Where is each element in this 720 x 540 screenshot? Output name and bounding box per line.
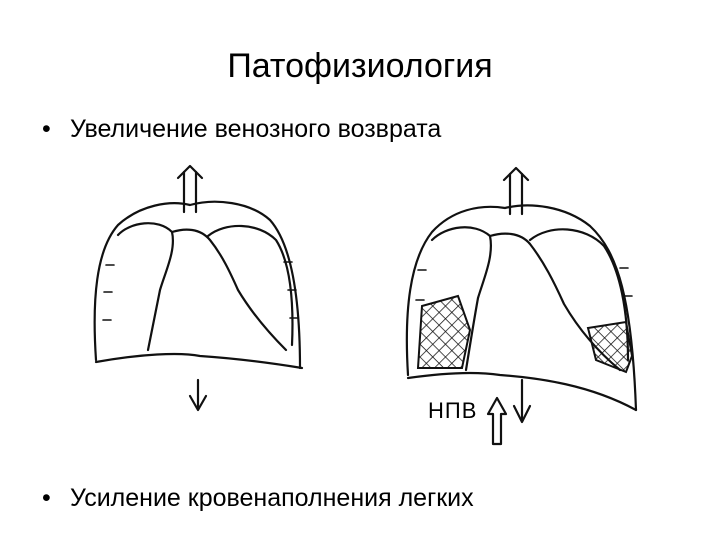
arrow-down-icon bbox=[188, 394, 208, 412]
bullet-text: Увеличение венозного возврата bbox=[70, 115, 442, 143]
diaphragm-line bbox=[406, 371, 638, 412]
heart-outline bbox=[170, 228, 288, 352]
trachea bbox=[182, 170, 198, 214]
trachea bbox=[508, 172, 524, 216]
bullet-lung-congestion: • Усиление кровенаполнения легких bbox=[42, 482, 474, 514]
bullet-marker: • bbox=[42, 484, 51, 512]
chest-outline bbox=[405, 204, 638, 412]
bullet-marker: • bbox=[42, 115, 51, 143]
rib-marks bbox=[102, 261, 299, 321]
chest-normal bbox=[93, 164, 304, 412]
diaphragm-line bbox=[94, 352, 304, 370]
congested-area-right bbox=[586, 320, 634, 374]
bullet-text: Усиление кровенаполнения легких bbox=[70, 484, 474, 512]
right-lung-outline bbox=[528, 228, 630, 362]
arrow-down-icon bbox=[512, 404, 532, 424]
arrow-up-icon bbox=[502, 166, 530, 182]
hollow-arrow-up-icon bbox=[486, 396, 508, 446]
left-lung-outline bbox=[116, 222, 174, 352]
arrow-up-icon bbox=[176, 164, 204, 180]
chest-congested bbox=[405, 166, 638, 446]
right-lung-outline bbox=[206, 224, 294, 347]
rib-marks bbox=[415, 267, 633, 301]
left-lung-outline bbox=[430, 226, 492, 372]
ivc-label: НПВ bbox=[428, 398, 478, 423]
congested-area-left bbox=[416, 294, 472, 369]
chest-outline bbox=[93, 200, 302, 370]
slide-title: Патофизиология bbox=[227, 47, 493, 85]
bullet-venous-return: • Увеличение венозного возврата bbox=[42, 113, 441, 145]
